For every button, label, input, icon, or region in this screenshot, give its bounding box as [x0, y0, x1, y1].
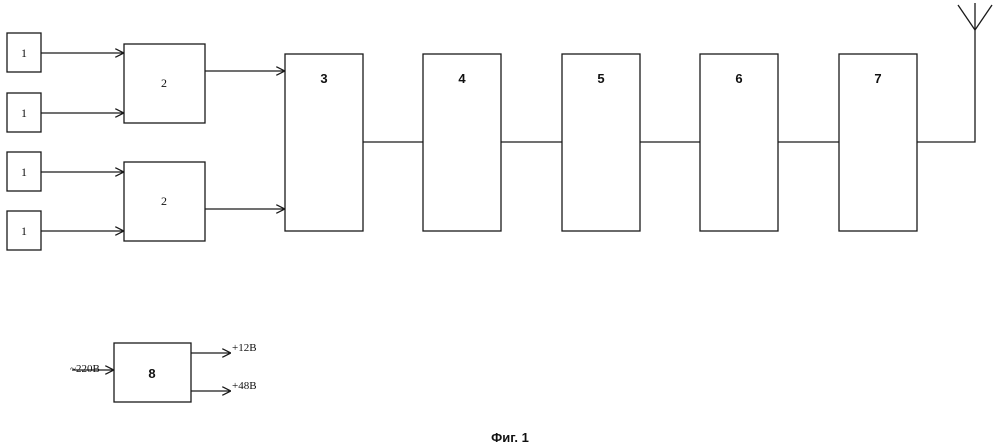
- combiner-block-2b: 2: [124, 162, 205, 241]
- figure-caption: Фиг. 1: [491, 430, 529, 445]
- block-5-label: 5: [597, 71, 604, 86]
- block-6: 6: [700, 54, 778, 231]
- combiner-block-2a: 2: [124, 44, 205, 123]
- sensor-block-1a: 1: [7, 33, 41, 72]
- combiner-block-2b-label: 2: [161, 194, 167, 208]
- block-7-label: 7: [874, 71, 881, 86]
- sensor-block-1d: 1: [7, 211, 41, 250]
- sensor-block-1d-label: 1: [21, 224, 27, 238]
- block-7: 7: [839, 54, 917, 231]
- power-supply-block-8: 8: [114, 343, 191, 402]
- sensor-block-1a-label: 1: [21, 46, 27, 60]
- block-3-label: 3: [320, 71, 327, 86]
- sensor-block-1b-label: 1: [21, 106, 27, 120]
- block-5: 5: [562, 54, 640, 231]
- mains-input-label: ~220В: [70, 363, 100, 375]
- sensor-block-1c-label: 1: [21, 165, 27, 179]
- block-6-label: 6: [735, 71, 742, 86]
- output-48v-label: +48В: [232, 380, 257, 392]
- power-supply-block-8-label: 8: [148, 366, 155, 381]
- combiner-block-2a-label: 2: [161, 76, 167, 90]
- block-3: 3: [285, 54, 363, 231]
- block-4-label: 4: [458, 71, 466, 86]
- output-12v-label: +12В: [232, 342, 257, 354]
- sensor-block-1b: 1: [7, 93, 41, 132]
- sensor-block-1c: 1: [7, 152, 41, 191]
- antenna-icon: [917, 3, 992, 142]
- block-4: 4: [423, 54, 501, 231]
